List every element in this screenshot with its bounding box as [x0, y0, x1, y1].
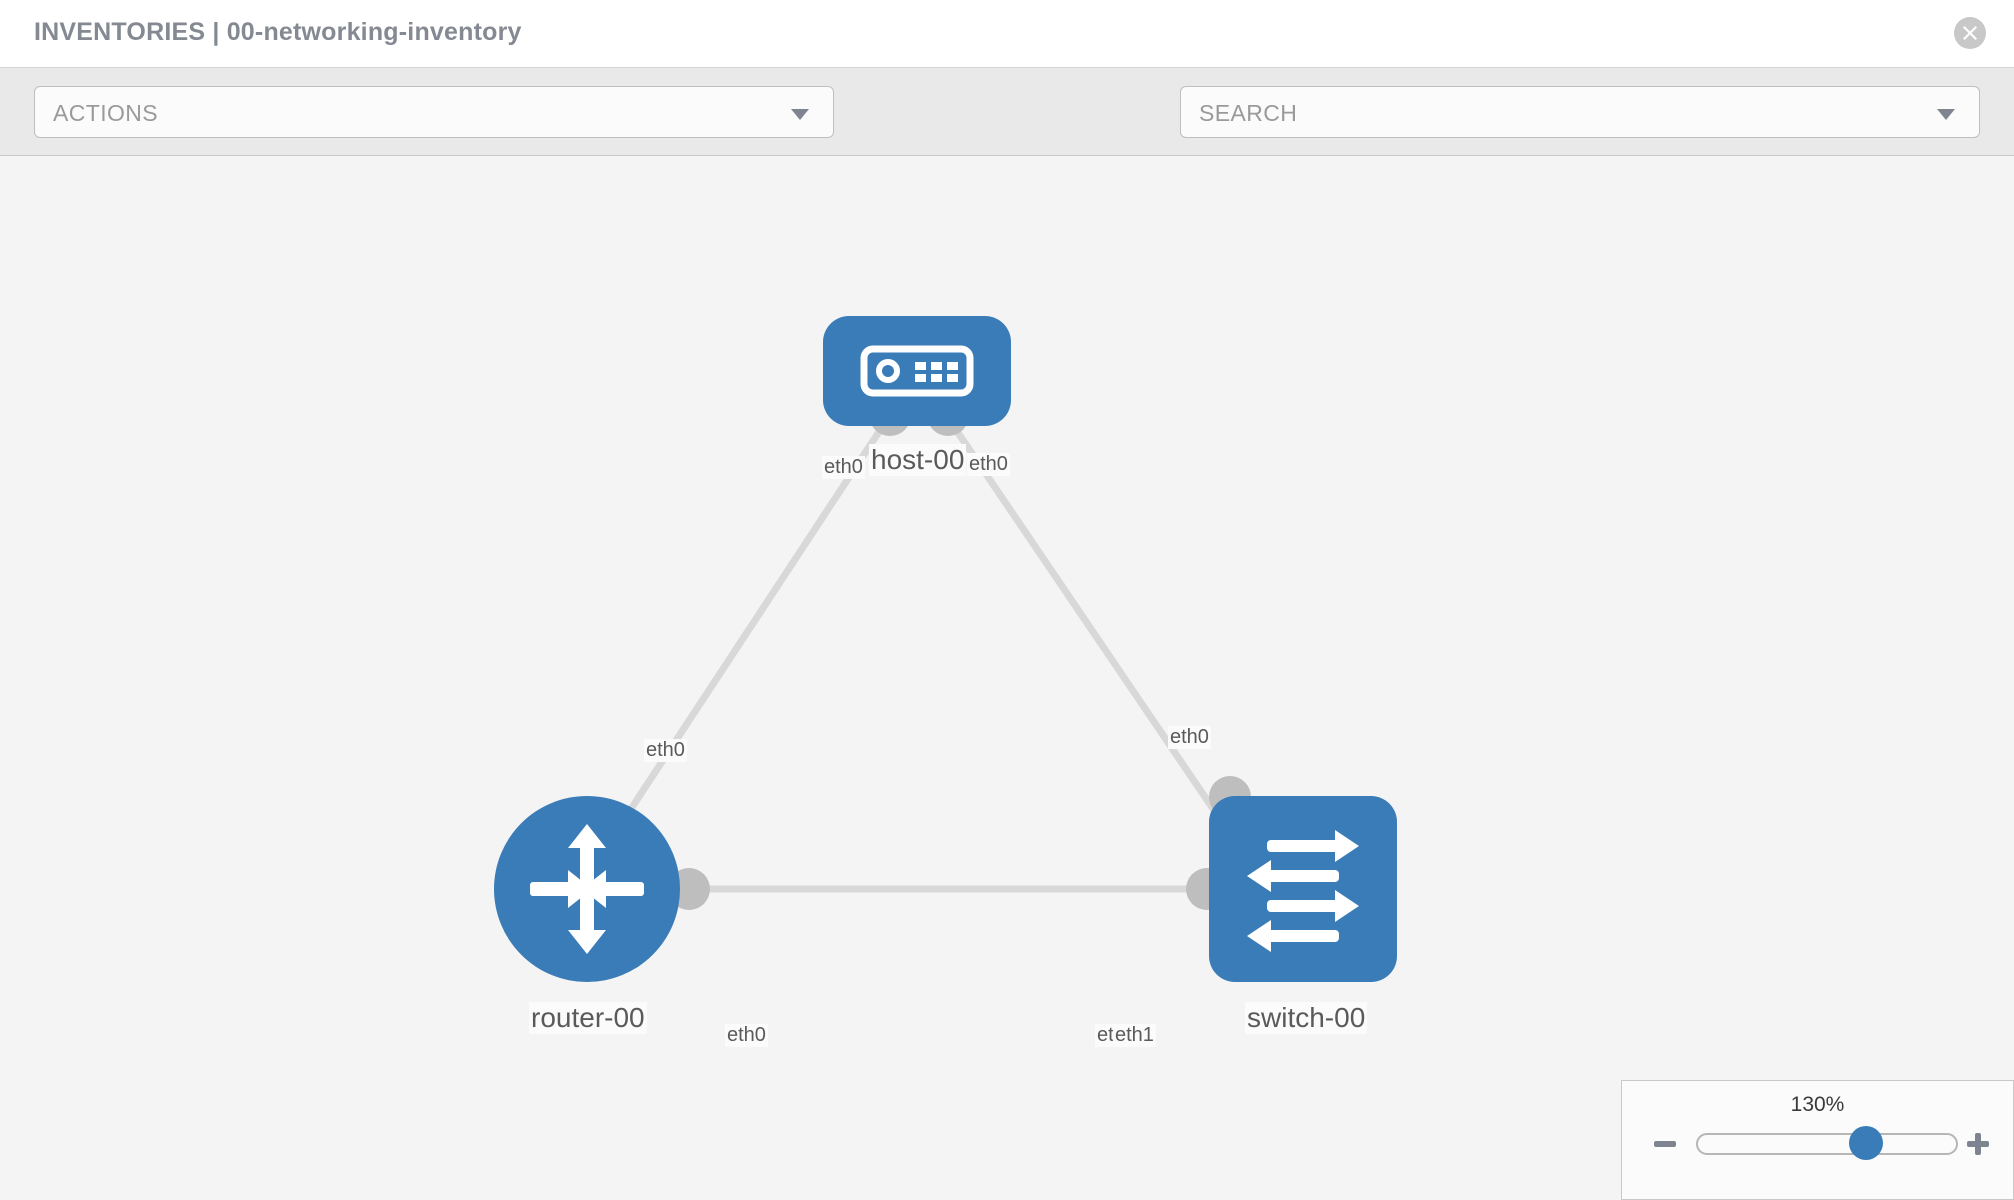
topology-canvas[interactable]: host-00 router-00 switch-00 eth0 eth0 et… — [0, 156, 2014, 1200]
edge-label-router-right: eth0 — [725, 1024, 768, 1047]
search-input[interactable]: SEARCH — [1180, 86, 1980, 138]
actions-dropdown[interactable]: ACTIONS — [34, 86, 834, 138]
node-switch-00[interactable] — [1209, 796, 1397, 982]
page-title: INVENTORIES | 00-networking-inventory — [34, 18, 522, 46]
chevron-down-icon[interactable] — [1937, 109, 1955, 120]
edge-label-host-left: eth0 — [822, 456, 865, 479]
zoom-level-value: 130% — [1790, 1093, 1845, 1116]
edge-label-switch-left: eth1 — [1113, 1024, 1156, 1047]
edge-label-router-up: eth0 — [644, 739, 687, 762]
search-placeholder: SEARCH — [1199, 100, 1298, 126]
node-label-router-00: router-00 — [529, 1002, 647, 1034]
minus-icon[interactable] — [1652, 1131, 1678, 1157]
page-header: INVENTORIES | 00-networking-inventory — [0, 0, 2014, 68]
zoom-slider[interactable] — [1696, 1133, 1958, 1155]
toolbar: ACTIONS SEARCH — [0, 68, 2014, 191]
actions-dropdown-label: ACTIONS — [53, 100, 159, 126]
zoom-control-panel: 130% — [1621, 1080, 2014, 1200]
chevron-down-icon — [791, 109, 809, 120]
topology-links — [597, 416, 1248, 893]
edge-label-switch-up: eth0 — [1168, 726, 1211, 749]
close-icon[interactable] — [1954, 17, 1986, 49]
node-label-switch-00: switch-00 — [1245, 1002, 1368, 1034]
node-label-host-00: host-00 — [869, 444, 967, 476]
plus-icon[interactable] — [1965, 1131, 1991, 1157]
zoom-slider-thumb[interactable] — [1849, 1126, 1883, 1160]
edge-label-host-right: eth0 — [967, 453, 1010, 476]
node-router-00[interactable] — [494, 796, 680, 982]
node-host-00[interactable] — [823, 316, 1011, 426]
